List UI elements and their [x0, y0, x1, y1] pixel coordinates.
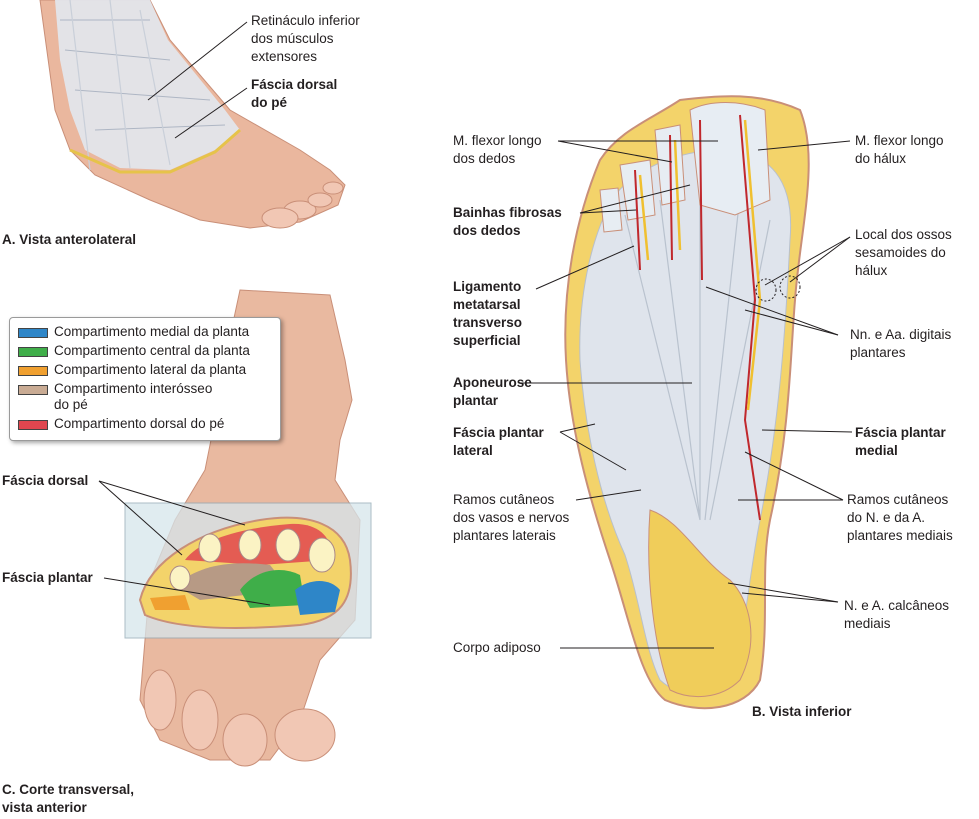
- legend-label-medial: Compartimento medial da planta: [54, 324, 250, 339]
- label-fascia-dorsal: Fáscia dorsal: [2, 473, 89, 488]
- legend-label-central: Compartimento central da planta: [54, 343, 250, 358]
- panel-title-c: C. Corte transversal, vista anterior: [2, 782, 135, 815]
- legend-swatch-central: [18, 347, 48, 357]
- label-ligamento: Ligamento metatarsal transverso superfic…: [453, 279, 523, 348]
- label-flexor-longo-halux: M. flexor longo do hálux: [855, 133, 944, 166]
- label-calcaneos: N. e A. calcâneos mediais: [844, 598, 950, 631]
- foot-cross-section-illustration: [124, 289, 372, 767]
- label-sesamoides: Local dos ossos sesamoides do hálux: [855, 227, 952, 278]
- label-ramos-laterais: Ramos cutâneos dos vasos e nervos planta…: [453, 492, 570, 543]
- legend-label-dorsal: Compartimento dorsal do pé: [54, 416, 225, 431]
- panel-title-a: A. Vista anterolateral: [2, 232, 137, 247]
- label-fascia-plantar-lateral: Fáscia plantar lateral: [453, 425, 544, 458]
- label-retinaculo: Retináculo inferior dos músculos extenso…: [251, 13, 360, 64]
- foot-sole-illustration: [564, 95, 810, 710]
- label-bainhas: Bainhas fibrosas dos dedos: [453, 205, 562, 238]
- compartment-legend: Compartimento medial da planta Compartim…: [9, 317, 281, 441]
- label-fascia-plantar: Fáscia plantar: [2, 570, 93, 585]
- label-aponeurose: Aponeurose plantar: [453, 375, 532, 408]
- legend-label-lateral: Compartimento lateral da planta: [54, 362, 247, 377]
- foot-anterolateral-illustration: [39, 0, 346, 229]
- legend-swatch-lateral: [18, 366, 48, 376]
- label-ramos-mediais: Ramos cutâneos do N. e da A. plantares m…: [847, 492, 953, 543]
- legend-label-interosseous: Compartimento interósseo do pé: [54, 381, 213, 412]
- label-fascia-plantar-medial: Fáscia plantar medial: [855, 425, 946, 458]
- label-flexor-longo-dedos: M. flexor longo dos dedos: [453, 133, 542, 166]
- legend-swatch-medial: [18, 328, 48, 338]
- legend-swatch-interosseous: [18, 385, 48, 395]
- legend-swatch-dorsal: [18, 420, 48, 430]
- panel-title-b: B. Vista inferior: [752, 704, 852, 719]
- label-corpo-adiposo: Corpo adiposo: [453, 640, 541, 655]
- label-fascia-dorsal-pe: Fáscia dorsal do pé: [251, 77, 338, 110]
- label-digitais: Nn. e Aa. digitais plantares: [850, 327, 952, 360]
